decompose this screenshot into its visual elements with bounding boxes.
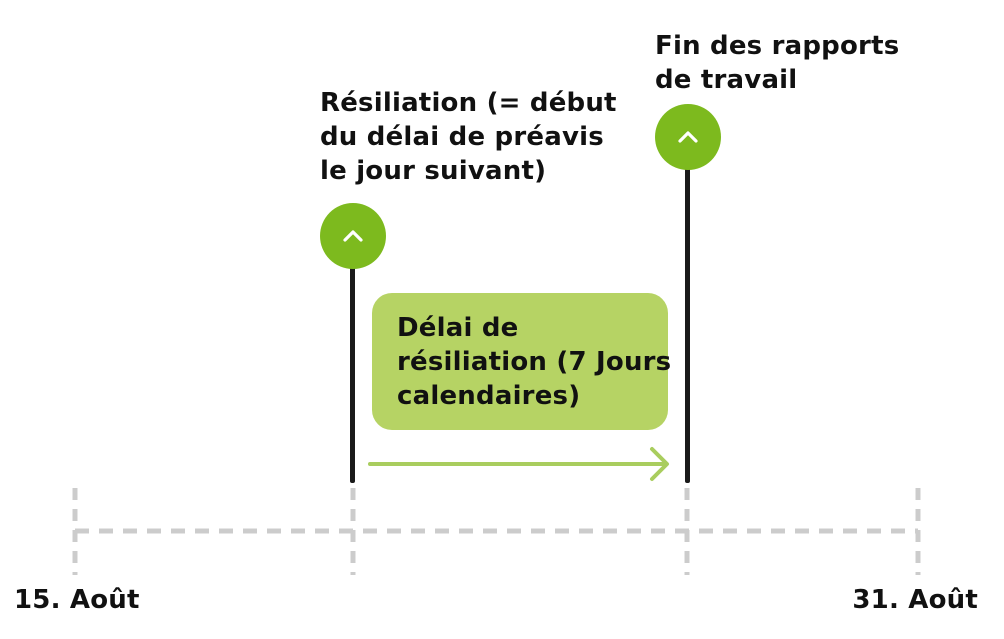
notice-period-label: Délai de résiliation (7 Jours calendaire… <box>397 311 672 413</box>
period-arrow-head <box>650 447 669 481</box>
timeline-start-label: 15. Août <box>14 585 140 615</box>
termination-marker-stem <box>350 250 355 483</box>
termination-label-line: le jour suivant) <box>320 156 547 186</box>
end-of-employment-label: Fin des rapports de travail <box>655 29 899 97</box>
termination-marker <box>320 203 386 269</box>
notice-period-label-line: Délai de <box>397 313 519 343</box>
notice-period-label-line: résiliation (7 Jours <box>397 347 672 377</box>
notice-period-box: Délai de résiliation (7 Jours calendaire… <box>372 293 672 430</box>
timeline-end-label: 31. Août <box>852 585 978 615</box>
termination-label: Résiliation (= début du délai de préavis… <box>320 86 617 188</box>
chevron-up-icon <box>678 131 698 143</box>
termination-label-line: du délai de préavis <box>320 122 604 152</box>
period-arrow <box>368 447 669 481</box>
end-of-employment-marker-stem <box>685 155 690 483</box>
notice-period-label-line: calendaires) <box>397 381 581 411</box>
end-of-employment-marker <box>655 104 721 170</box>
end-of-employment-label-line: Fin des rapports <box>655 31 900 61</box>
chevron-up-icon <box>343 230 363 242</box>
end-of-employment-label-line: de travail <box>655 65 798 95</box>
termination-label-line: Résiliation (= début <box>320 88 617 118</box>
